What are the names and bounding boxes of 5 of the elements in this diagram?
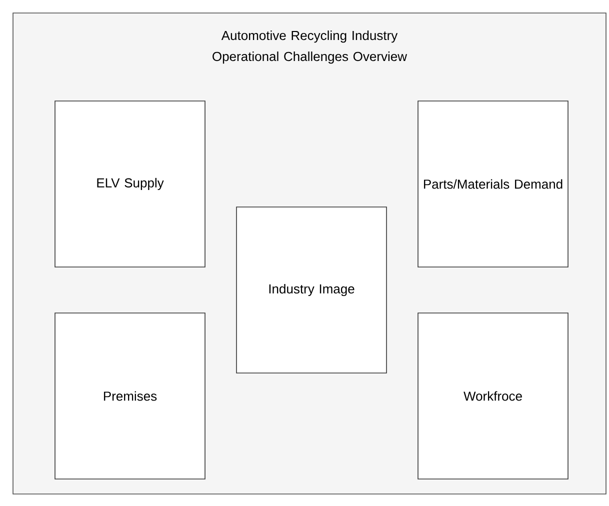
text-box: Industry Image	[236, 206, 387, 374]
text-box: ELV Supply	[54, 100, 206, 268]
text-box: Workfroce	[418, 312, 568, 480]
text-box: Parts/Materials Demand	[418, 100, 568, 268]
text-box: Premises	[54, 312, 206, 480]
